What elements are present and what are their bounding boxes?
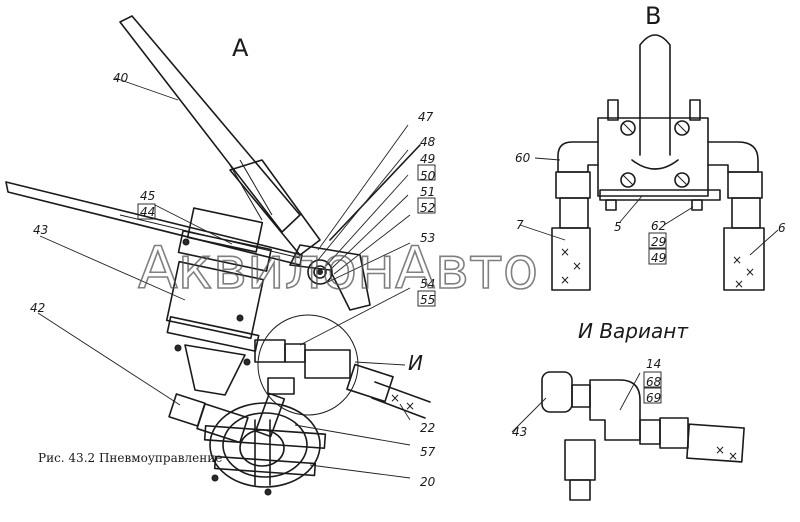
callout-44: 44 xyxy=(140,205,155,219)
labels: А В И Вариант 40 47 48 49 50 51 52 53 45… xyxy=(30,2,786,489)
figure-caption: Рис. 43.2 Пневмоуправление xyxy=(38,451,222,465)
callout-62: 62 xyxy=(651,219,666,233)
callout-49: 49 xyxy=(420,152,435,166)
callout-49b: 49 xyxy=(651,251,666,265)
view-b-left-nut xyxy=(555,171,591,199)
view-b-handle xyxy=(639,34,671,156)
callout-54: 54 xyxy=(420,277,435,291)
callout-55: 55 xyxy=(420,293,435,307)
pedal-lever xyxy=(119,15,301,233)
callout-52: 52 xyxy=(420,201,435,215)
pedal-pad xyxy=(229,159,321,256)
svg-text:×: × xyxy=(728,449,738,463)
svg-text:×: × xyxy=(390,391,400,405)
valve-flange xyxy=(177,230,272,272)
svg-text:×: × xyxy=(715,443,725,457)
svg-text:×: × xyxy=(732,253,742,267)
callout-5: 5 xyxy=(614,220,622,234)
callout-47: 47 xyxy=(418,110,434,124)
svg-text:×: × xyxy=(734,277,744,291)
callout-29: 29 xyxy=(651,235,666,249)
lower-disc-outer xyxy=(209,402,321,488)
valve-lower-flange xyxy=(166,316,260,352)
callout-20: 20 xyxy=(420,475,436,489)
valve-body xyxy=(165,260,265,340)
callout-60: 60 xyxy=(515,151,531,165)
roller-outer xyxy=(307,259,333,285)
callout-i: И xyxy=(408,351,423,375)
callout-42: 42 xyxy=(30,301,45,315)
lower-disc-middle xyxy=(222,412,308,478)
control-rod xyxy=(5,181,303,266)
variant-elbow xyxy=(589,379,641,441)
view-label-a: А xyxy=(232,34,249,62)
view-b-left-elbow xyxy=(557,141,599,173)
callout-43b: 43 xyxy=(512,425,527,439)
variant-lower-nut xyxy=(564,439,596,481)
svg-text:×: × xyxy=(745,265,755,279)
view-label-variant: И Вариант xyxy=(578,319,689,343)
callout-6: 6 xyxy=(778,221,786,235)
view-b-right-nut xyxy=(727,171,763,199)
callout-boxes xyxy=(137,164,667,404)
callout-22: 22 xyxy=(420,421,435,435)
callout-40: 40 xyxy=(113,71,129,85)
outlet-nut xyxy=(304,349,351,379)
callout-45: 45 xyxy=(140,189,155,203)
callout-14: 14 xyxy=(646,357,661,371)
view-b-right-hose xyxy=(723,227,765,291)
valve-bottom xyxy=(184,344,246,396)
variant-outlet-nut xyxy=(659,417,689,449)
view-b-body xyxy=(597,117,709,197)
svg-text:×: × xyxy=(405,399,415,413)
leader-lines xyxy=(37,77,779,479)
detail-circle-i xyxy=(257,314,359,416)
variant-knob xyxy=(541,371,573,413)
vertical-fitting xyxy=(267,377,295,395)
svg-text:×: × xyxy=(560,273,570,287)
callout-51: 51 xyxy=(420,185,435,199)
callout-43: 43 xyxy=(33,223,48,237)
callout-69: 69 xyxy=(646,391,661,405)
callout-57: 57 xyxy=(420,445,436,459)
svg-text:×: × xyxy=(560,245,570,259)
callout-50: 50 xyxy=(420,169,436,183)
view-b-left-hose xyxy=(551,227,591,291)
callout-68: 68 xyxy=(646,375,662,389)
outlet-hose-end xyxy=(346,363,394,403)
bracket-plate xyxy=(289,244,371,311)
view-label-b: В xyxy=(645,2,661,30)
view-b-assembly: × × × × × × xyxy=(551,34,765,291)
callout-48: 48 xyxy=(420,135,436,149)
view-b-right-elbow xyxy=(707,141,759,173)
svg-text:×: × xyxy=(572,259,582,273)
watermark: АквилонАвто xyxy=(138,234,538,302)
callout-53: 53 xyxy=(420,231,435,245)
roller-inner xyxy=(313,265,327,279)
variant-i-assembly: × × xyxy=(541,371,745,501)
variant-hose xyxy=(686,423,745,463)
callout-7: 7 xyxy=(516,218,524,232)
